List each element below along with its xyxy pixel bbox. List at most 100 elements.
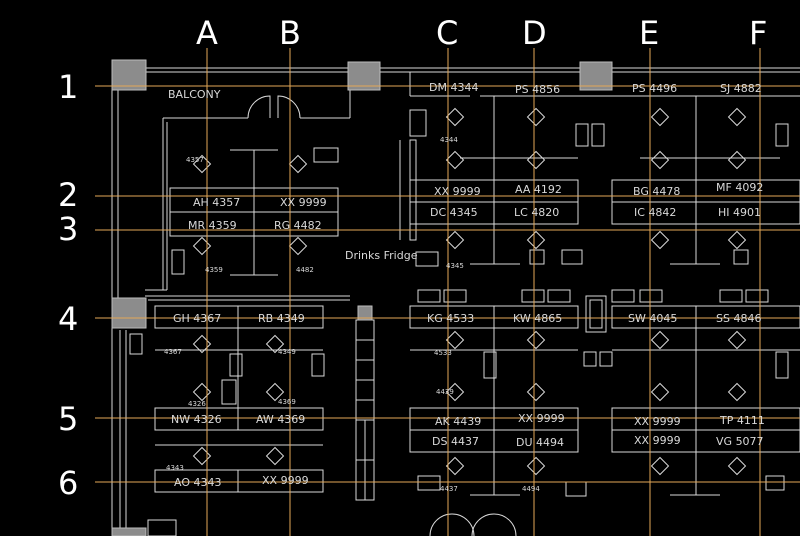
chair	[445, 230, 465, 250]
chair	[727, 107, 747, 127]
phone-ext: 4494	[522, 485, 540, 493]
desk-label: RB 4349	[258, 312, 305, 325]
desk-label: XX 9999	[634, 415, 681, 428]
desk-label: VG 5077	[716, 435, 764, 448]
grid-row-label: 5	[58, 400, 78, 438]
desk-label: PS 4856	[515, 83, 560, 96]
grid-column-labels: A B C D E F	[196, 14, 767, 52]
chair	[288, 236, 308, 256]
chair	[288, 154, 308, 174]
grid-column-label: D	[522, 14, 547, 52]
desk-label: DU 4494	[516, 436, 564, 449]
chair	[727, 456, 747, 476]
desk-labels: DM 4344 PS 4856 PS 4496 SJ 4882 AH 4357 …	[171, 81, 765, 489]
chair	[526, 150, 546, 170]
desk-label: XX 9999	[262, 474, 309, 487]
desk-label: NW 4326	[171, 413, 222, 426]
grid-row-label: 3	[58, 210, 78, 248]
desk-label: RG 4482	[274, 219, 322, 232]
desk-label: MF 4092	[716, 181, 763, 194]
desk-label: DM 4344	[429, 81, 478, 94]
chair	[265, 446, 285, 466]
desk-label: XX 9999	[634, 434, 681, 447]
chair	[445, 382, 465, 402]
chair	[265, 382, 285, 402]
phone-ext: 4369	[278, 398, 296, 406]
desk-label: AK 4439	[435, 415, 481, 428]
desk-label: XX 9999	[434, 185, 481, 198]
desk-label: BG 4478	[633, 185, 680, 198]
phone-ext: 4357	[186, 156, 204, 164]
grid-row-labels: 1 2 3 4 5 6	[58, 68, 78, 502]
chair	[650, 150, 670, 170]
chairs	[192, 107, 747, 476]
grid-column-label: A	[196, 14, 218, 52]
chair	[727, 230, 747, 250]
desk-label: SS 4846	[716, 312, 761, 325]
chair	[445, 107, 465, 127]
desk-label: MR 4359	[188, 219, 237, 232]
grid-column-label: E	[639, 14, 659, 52]
grid-column-label: F	[749, 14, 767, 52]
grid-column-label: C	[436, 14, 458, 52]
chair	[650, 330, 670, 350]
chair	[445, 456, 465, 476]
phone-ext: 4326	[188, 400, 206, 408]
grid-row-label: 1	[58, 68, 78, 106]
desk-label: IC 4842	[634, 206, 676, 219]
desk-label: XX 9999	[518, 412, 565, 425]
chair	[265, 334, 285, 354]
chair	[727, 382, 747, 402]
phone-ext: 4437	[440, 485, 458, 493]
chair	[650, 456, 670, 476]
furniture	[129, 109, 789, 536]
phone-ext: 4345	[446, 262, 464, 270]
phone-ext: 4344	[440, 136, 458, 144]
chair	[526, 382, 546, 402]
chair	[727, 330, 747, 350]
chair	[192, 236, 212, 256]
phone-ext: 4343	[166, 464, 184, 472]
grid-row-label: 4	[58, 300, 78, 338]
desk-label: AO 4343	[174, 476, 222, 489]
phone-ext: 4482	[296, 266, 314, 274]
desk-label: GH 4367	[173, 312, 221, 325]
chair	[650, 107, 670, 127]
chair	[192, 154, 212, 174]
desk-clusters	[154, 96, 800, 496]
phone-ext: 4367	[164, 348, 182, 356]
chair	[650, 230, 670, 250]
structural-columns	[111, 59, 613, 536]
chair	[526, 230, 546, 250]
chair	[650, 382, 670, 402]
desk-label: AA 4192	[515, 183, 562, 196]
desk-label: PS 4496	[632, 82, 677, 95]
desk-label: SJ 4882	[720, 82, 762, 95]
desk-label: HI 4901	[718, 206, 761, 219]
room-label-drinks-fridge: Drinks Fridge	[345, 249, 418, 262]
grid-row-label: 2	[58, 176, 78, 214]
chair	[727, 150, 747, 170]
desk-label: AH 4357	[193, 196, 240, 209]
desk-label: DS 4437	[432, 435, 479, 448]
phone-extensions: 4344 4357 4359 4482 4345 4367 4349 4533 …	[164, 136, 540, 493]
chair	[526, 107, 546, 127]
chair	[445, 330, 465, 350]
desk-label: KG 4533	[427, 312, 474, 325]
desk-label: SW 4045	[628, 312, 677, 325]
grid-column-label: B	[279, 14, 301, 52]
phone-ext: 4359	[205, 266, 223, 274]
desk-label: AW 4369	[256, 413, 305, 426]
desk-label: TP 4111	[719, 414, 765, 427]
grid-row-label: 6	[58, 464, 78, 502]
chair	[526, 330, 546, 350]
desk-label: DC 4345	[430, 206, 478, 219]
room-label-balcony: BALCONY	[168, 88, 221, 101]
grid-lines	[95, 48, 800, 536]
phone-ext: 4349	[278, 348, 296, 356]
chair	[445, 150, 465, 170]
chair	[192, 446, 212, 466]
chair	[192, 334, 212, 354]
phone-ext: 4533	[434, 349, 452, 357]
